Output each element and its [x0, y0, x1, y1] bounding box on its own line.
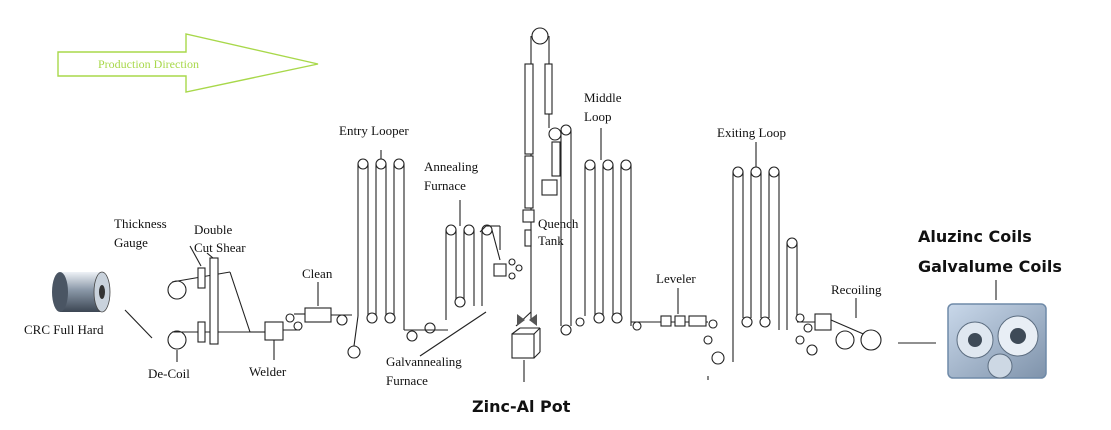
- label-shear-line1: Double: [194, 222, 233, 237]
- label-thickness-line1: Thickness: [114, 216, 167, 231]
- exiting-loop: [732, 142, 798, 362]
- label-annealing-line1: Annealing: [424, 159, 479, 174]
- label-middle-line2: Loop: [584, 109, 611, 124]
- label-clean: Clean: [302, 266, 333, 281]
- recoiling-unit: [795, 298, 882, 356]
- production-direction-label: Production Direction: [98, 57, 199, 71]
- label-recoiling: Recoiling: [831, 282, 882, 297]
- label-quench-line2: Tank: [538, 233, 564, 248]
- galvalume-coils-photo-icon: [947, 303, 1047, 379]
- label-entry-looper: Entry Looper: [339, 123, 409, 138]
- label-welder: Welder: [249, 364, 287, 379]
- label-crc-full-hard: CRC Full Hard: [24, 322, 104, 337]
- label-galv-line2: Furnace: [386, 373, 428, 388]
- steel-coil-icon: [52, 271, 111, 313]
- label-zinc-al-pot: Zinc-Al Pot: [472, 397, 571, 416]
- entry-looper: [353, 150, 405, 347]
- production-direction-arrow: Production Direction: [57, 33, 319, 93]
- label-galv-line1: Galvannealing: [386, 354, 462, 369]
- label-middle-line1: Middle: [584, 90, 622, 105]
- middle-loop: [560, 124, 632, 336]
- label-shear-line2: Cut Shear: [194, 240, 246, 255]
- label-aluzinc-coils: Aluzinc Coils: [918, 227, 1032, 246]
- galvannealing-tower: [419, 27, 562, 357]
- welder-unit: [250, 321, 300, 360]
- label-thickness-line2: Gauge: [114, 235, 148, 250]
- leveler-unit: [631, 288, 725, 380]
- zinc-al-pot: [511, 314, 541, 382]
- clean-unit: [285, 282, 361, 359]
- decoil-station: [124, 245, 251, 362]
- label-annealing-line2: Furnace: [424, 178, 466, 193]
- label-leveler: Leveler: [656, 271, 696, 286]
- label-galvalume-coils: Galvalume Coils: [918, 257, 1062, 276]
- annealing-furnace: [404, 200, 501, 342]
- label-decoil: De-Coil: [148, 366, 190, 381]
- label-quench-line1: Quench: [538, 216, 579, 231]
- label-exiting-loop: Exiting Loop: [717, 125, 786, 140]
